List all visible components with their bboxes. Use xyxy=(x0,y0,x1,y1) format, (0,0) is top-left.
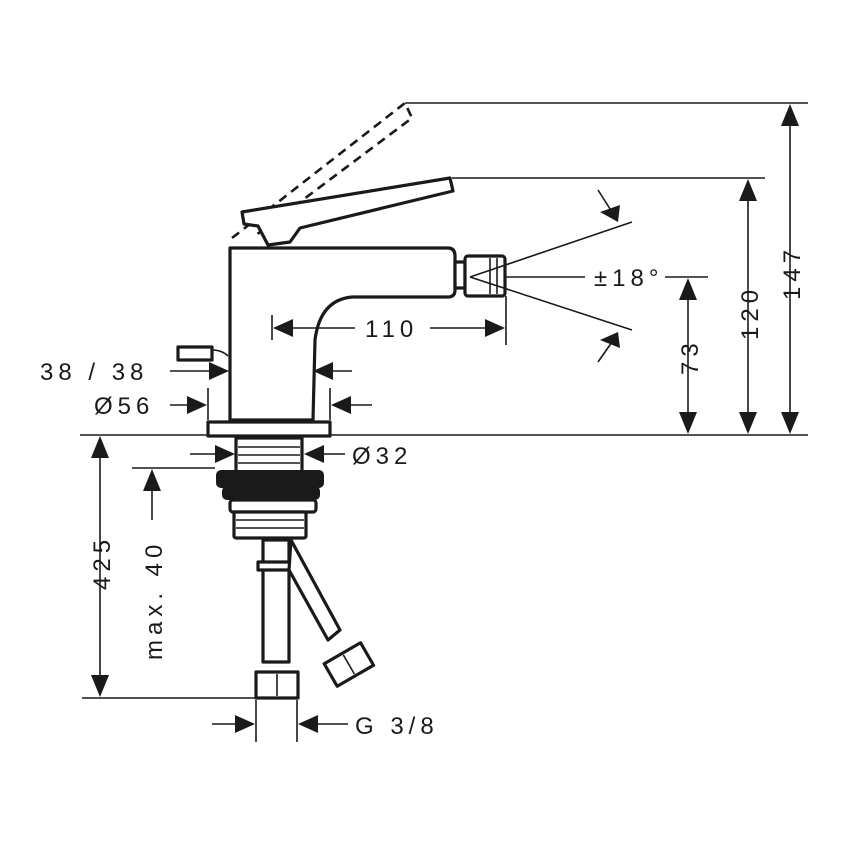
total-height-label: 147 xyxy=(779,245,806,300)
lever xyxy=(240,176,455,247)
lever-open-position xyxy=(231,100,414,240)
extension-lines xyxy=(80,102,808,699)
body-width-dimensions xyxy=(170,362,372,420)
threaded-shank xyxy=(216,436,324,540)
body-width-ratio-label: 38 / 38 xyxy=(40,359,148,386)
shank-diameter-label: Ø32 xyxy=(352,443,412,470)
outlet-height-label: 73 xyxy=(677,338,704,375)
angle-dimension xyxy=(469,189,633,363)
base-diameter-label: Ø56 xyxy=(94,393,154,420)
hose-dimensions xyxy=(91,436,161,697)
reach-label: 110 xyxy=(365,316,418,343)
max-thickness-label: max. 40 xyxy=(141,540,168,660)
hose-length-label: 425 xyxy=(89,535,116,590)
connection-thread-label: G 3/8 xyxy=(355,713,439,740)
mixer-body xyxy=(176,246,507,438)
thread-dimension xyxy=(212,700,348,742)
reach-dimension xyxy=(271,296,507,345)
spout-height-label: 120 xyxy=(737,285,764,340)
shank-diameter-dimension xyxy=(190,445,345,463)
supply-hoses xyxy=(254,538,376,700)
height-dimensions xyxy=(679,104,799,434)
swivel-angle-label: ±18° xyxy=(594,265,663,292)
